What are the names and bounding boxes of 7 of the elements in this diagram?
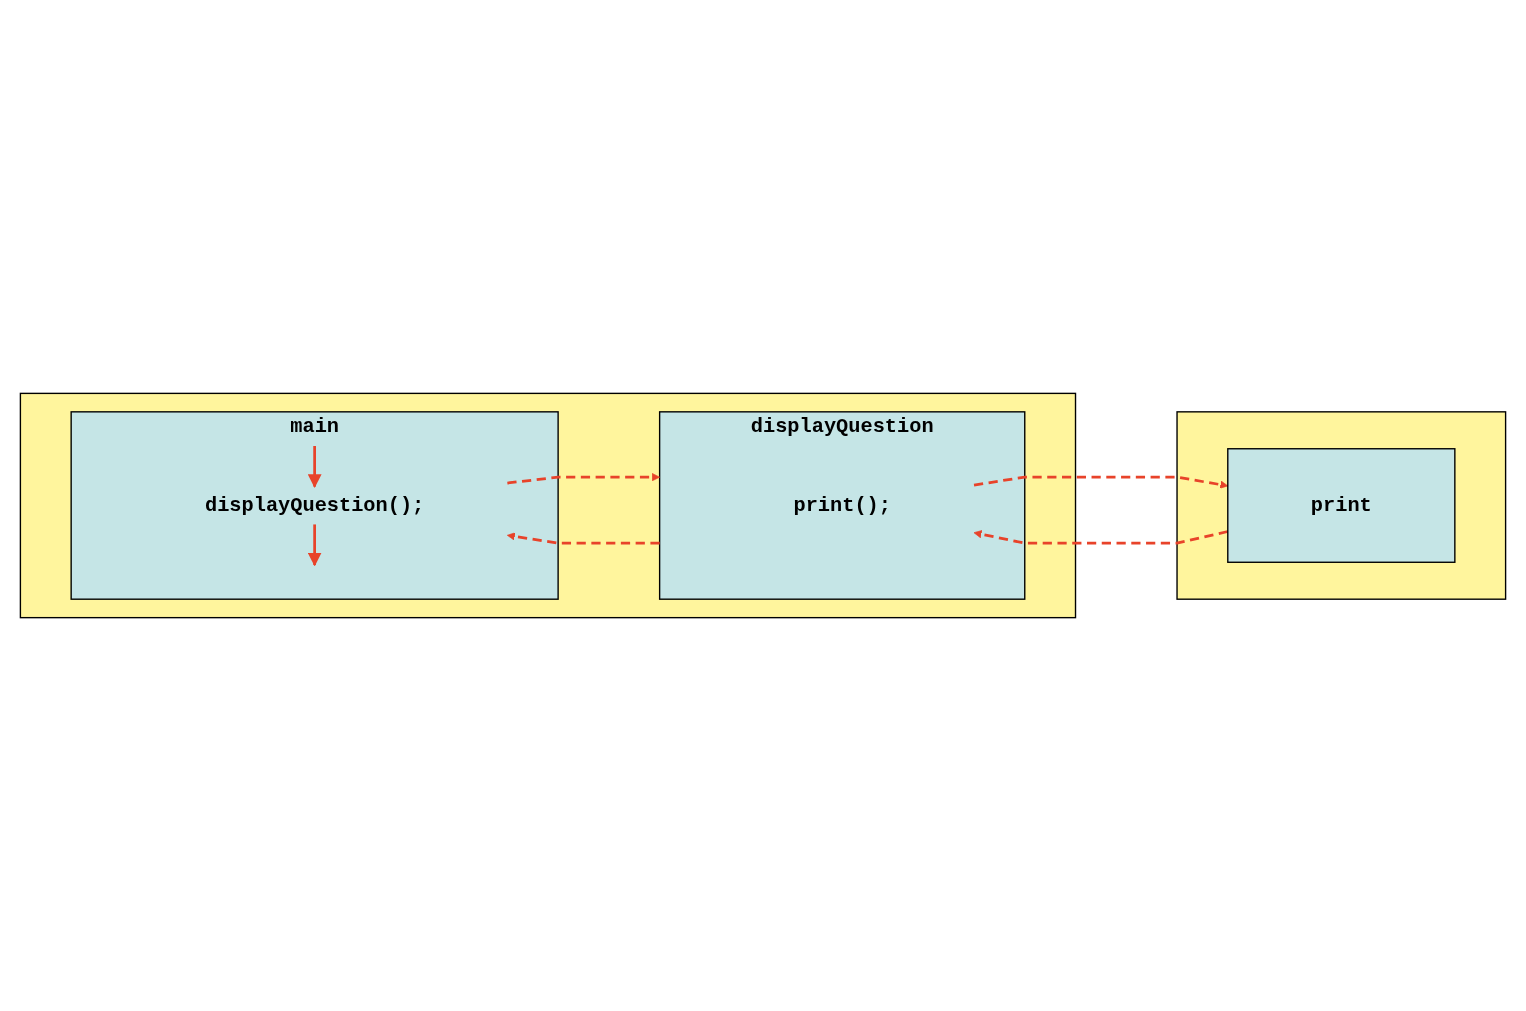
arrow [307,445,322,488]
dashed-arrow [507,532,660,545]
dashed-arrow [507,473,660,485]
code-statement: displayQuestion(); [205,493,425,518]
arrow [307,524,322,567]
code-statement: print(); [793,493,891,518]
function-box: print [1227,448,1456,563]
